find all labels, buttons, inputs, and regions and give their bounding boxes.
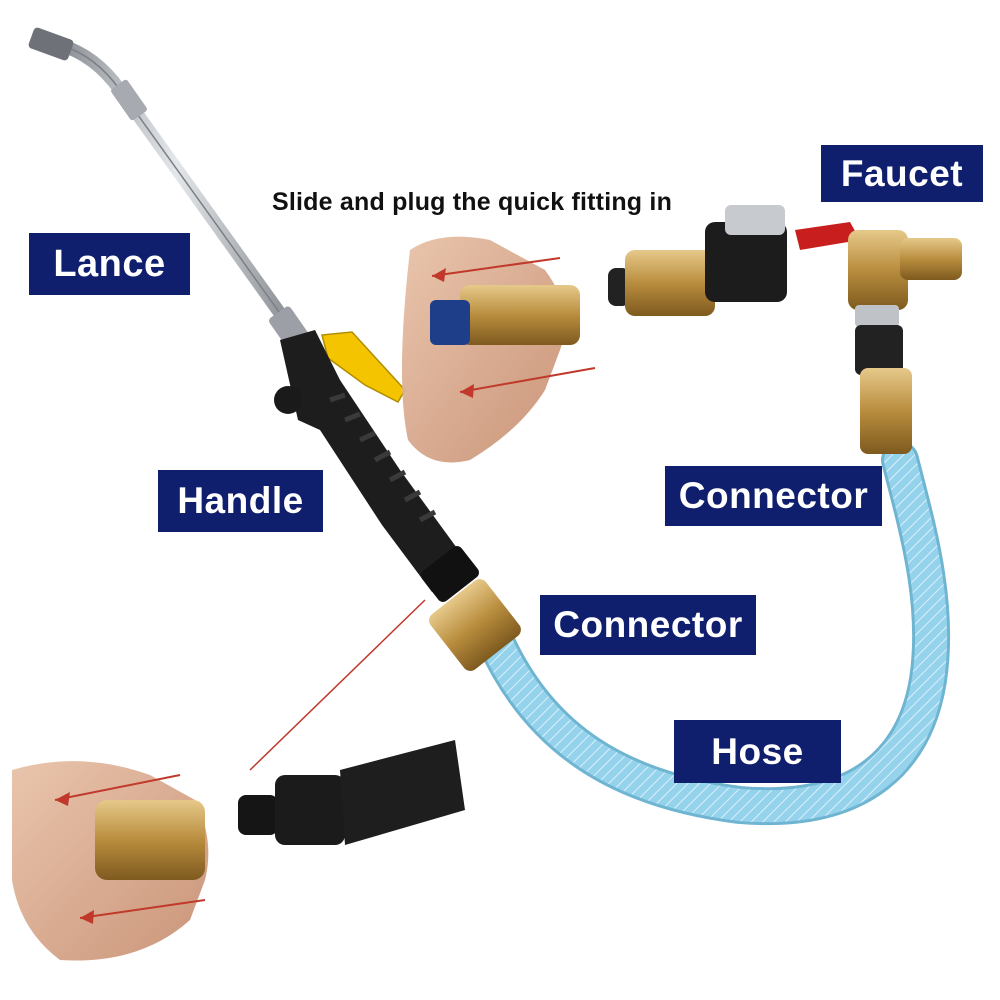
- hand-icon: [401, 236, 596, 463]
- hose-label: Hose: [674, 720, 841, 783]
- handle-icon: [274, 330, 479, 602]
- hand-icon: [12, 761, 209, 961]
- connector-faucet-label: Connector: [665, 466, 882, 526]
- lance-nozzle-icon: [28, 27, 309, 350]
- handle-label: Handle: [158, 470, 323, 532]
- arrow-icon: [249, 599, 426, 771]
- hose-icon: [476, 441, 951, 826]
- quick-connector-icon: [608, 205, 787, 316]
- lance-label: Lance: [29, 233, 190, 295]
- faucet-label: Faucet: [821, 145, 983, 202]
- faucet-icon: [795, 222, 962, 454]
- fitting-caption: Slide and plug the quick fitting in: [272, 188, 673, 216]
- quick-connector-icon: [238, 740, 465, 845]
- quick-connector-icon: [429, 579, 521, 671]
- connector-handle-label: Connector: [540, 595, 756, 655]
